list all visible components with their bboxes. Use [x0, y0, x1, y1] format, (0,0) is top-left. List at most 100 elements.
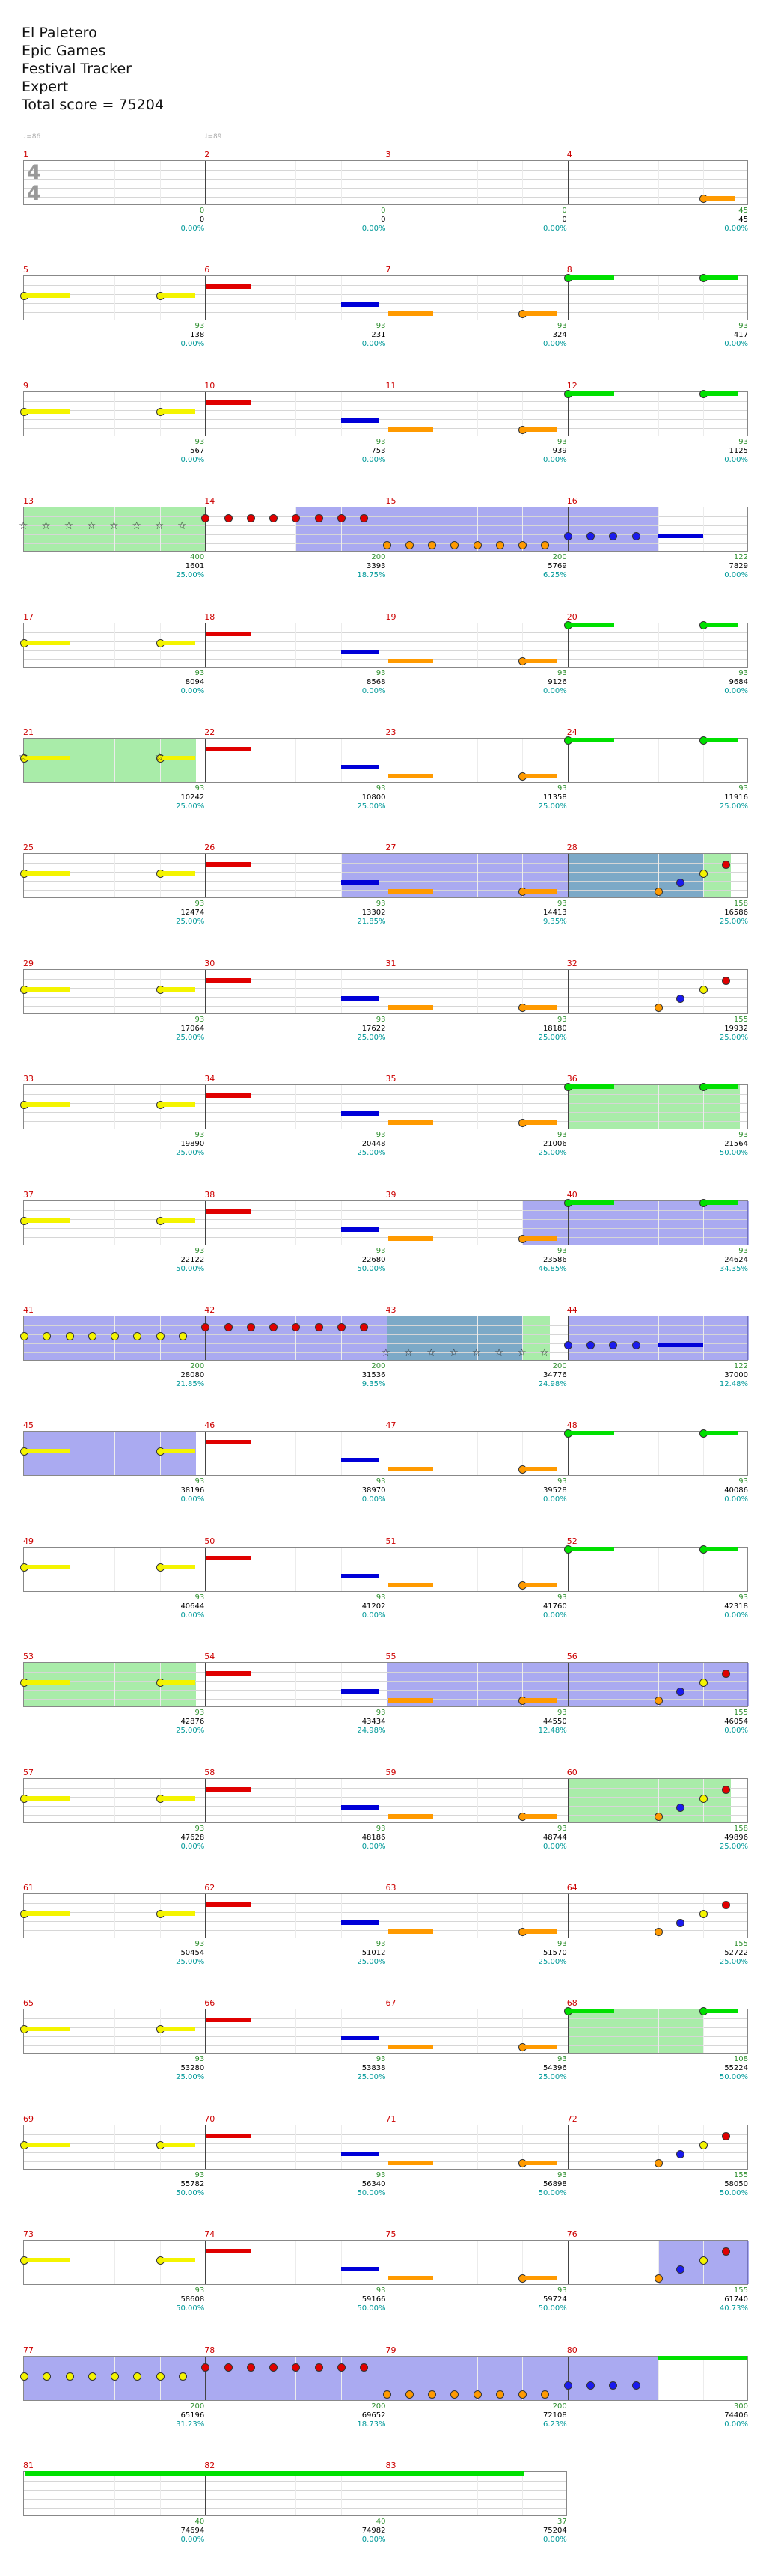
measure-note-count: 93	[194, 2286, 205, 2295]
beat-line	[658, 391, 659, 436]
r-note-gem	[314, 1323, 323, 1331]
y-note-gem	[133, 1332, 142, 1340]
measure-percent: 25.00%	[719, 802, 748, 811]
measure-note-count: 93	[557, 1246, 567, 1255]
measure-number: 56	[566, 1652, 577, 1662]
bar-line	[205, 2241, 206, 2285]
measure-score: 74406	[724, 2411, 748, 2420]
measure-percent: 50.00%	[538, 2304, 567, 2313]
measure-note-count: 93	[376, 900, 386, 909]
measure-percent: 25.00%	[357, 1958, 386, 1966]
beat-line	[340, 276, 342, 320]
beat-line	[522, 2472, 524, 2515]
o-sustain	[524, 311, 558, 317]
measure-number: 41	[23, 1305, 34, 1315]
r-note-gem	[314, 514, 323, 523]
measure-number: 69	[23, 2113, 34, 2124]
staff	[20, 620, 748, 668]
measure-score: 55224	[724, 2064, 748, 2073]
y-sustain	[25, 1564, 70, 1569]
measure-score: 19890	[180, 1140, 205, 1149]
measure-percent: 6.23%	[542, 2420, 567, 2429]
lane-line	[24, 641, 747, 642]
measure-note-count: 93	[376, 1593, 386, 1602]
beat-line	[295, 739, 297, 782]
measure-note-count: 93	[557, 322, 567, 331]
beat-line	[658, 161, 659, 204]
staff: ☆☆☆☆☆☆☆☆	[19, 507, 748, 552]
measure-number: 12	[566, 380, 577, 391]
measure-note-count: 93	[194, 1015, 205, 1024]
o-sustain	[387, 427, 433, 432]
measure-score: 65196	[180, 2411, 205, 2420]
y-sustain	[25, 1795, 70, 1801]
beat-line	[295, 1894, 297, 1938]
b-note-gem	[563, 2381, 572, 2390]
b-note-gem	[675, 1803, 684, 1812]
beat-line	[295, 391, 297, 436]
measure-note-count: 0	[381, 207, 386, 215]
measure-note-count: 37	[557, 2518, 567, 2526]
measure-note-count: 158	[733, 900, 748, 909]
measure-number: 55	[385, 1652, 396, 1662]
y-note-gem	[111, 1332, 120, 1340]
measure-percent: 0.00%	[180, 455, 205, 464]
b-sustain	[340, 418, 379, 423]
staff	[20, 1083, 748, 1130]
measure-percent: 25.00%	[357, 2073, 386, 2082]
b-note-gem	[609, 1341, 618, 1349]
g-sustain	[569, 2009, 614, 2014]
beat-line	[522, 739, 524, 782]
measure-note-count: 93	[376, 2055, 386, 2064]
lane-line	[24, 1796, 747, 1798]
star-note: ☆	[154, 520, 165, 533]
beat-line	[658, 1663, 659, 1707]
r-note-gem	[292, 2363, 301, 2372]
beat-line	[340, 739, 342, 782]
measure-percent: 46.85%	[538, 1264, 567, 1273]
b-sustain	[340, 995, 379, 1001]
beat-line	[703, 623, 705, 667]
measure-percent: 0.00%	[542, 1495, 567, 1504]
measure-percent: 50.00%	[538, 2188, 567, 2197]
measure-number: 24	[566, 727, 577, 737]
o-sustain	[387, 1698, 433, 1703]
r-note-gem	[337, 2363, 346, 2372]
o-note-gem	[450, 2390, 459, 2399]
beat-line	[295, 276, 297, 320]
lane-line	[24, 1112, 747, 1114]
lane-line	[24, 534, 747, 536]
y-note-gem	[699, 2256, 708, 2265]
measure-number: 66	[204, 1998, 215, 2009]
measure-percent: 25.00%	[719, 918, 748, 927]
b-note-gem	[609, 2381, 618, 2390]
measure-percent: 0.00%	[724, 225, 748, 233]
measure-note-count: 93	[376, 1824, 386, 1833]
overdrive-region	[567, 2009, 704, 2054]
beat-line	[522, 1894, 524, 1938]
lane-line	[24, 312, 747, 314]
y-sustain	[25, 2142, 70, 2147]
measure-score: 50454	[180, 1949, 205, 1957]
time-signature-top: 4	[27, 161, 41, 184]
staff: ☆☆☆☆☆☆☆☆	[20, 1316, 749, 1361]
measure-percent: 0.00%	[542, 2536, 567, 2544]
lane-line	[24, 170, 747, 171]
measure-percent: 0.00%	[724, 2420, 748, 2429]
o-sustain	[524, 1467, 558, 1472]
measure-number: 30	[204, 958, 215, 968]
measure-percent: 0.00%	[724, 1611, 748, 1620]
measure-score: 14413	[542, 909, 567, 918]
measure-score: 20448	[361, 1140, 386, 1149]
r-note-gem	[246, 514, 255, 523]
beat-line	[522, 1200, 524, 1245]
measure-score: 56340	[361, 2179, 386, 2188]
staff: ☆☆	[19, 736, 748, 783]
staff	[20, 853, 748, 899]
beat-line	[522, 623, 524, 667]
o-note-gem	[473, 541, 482, 550]
lane-line	[24, 2508, 566, 2509]
